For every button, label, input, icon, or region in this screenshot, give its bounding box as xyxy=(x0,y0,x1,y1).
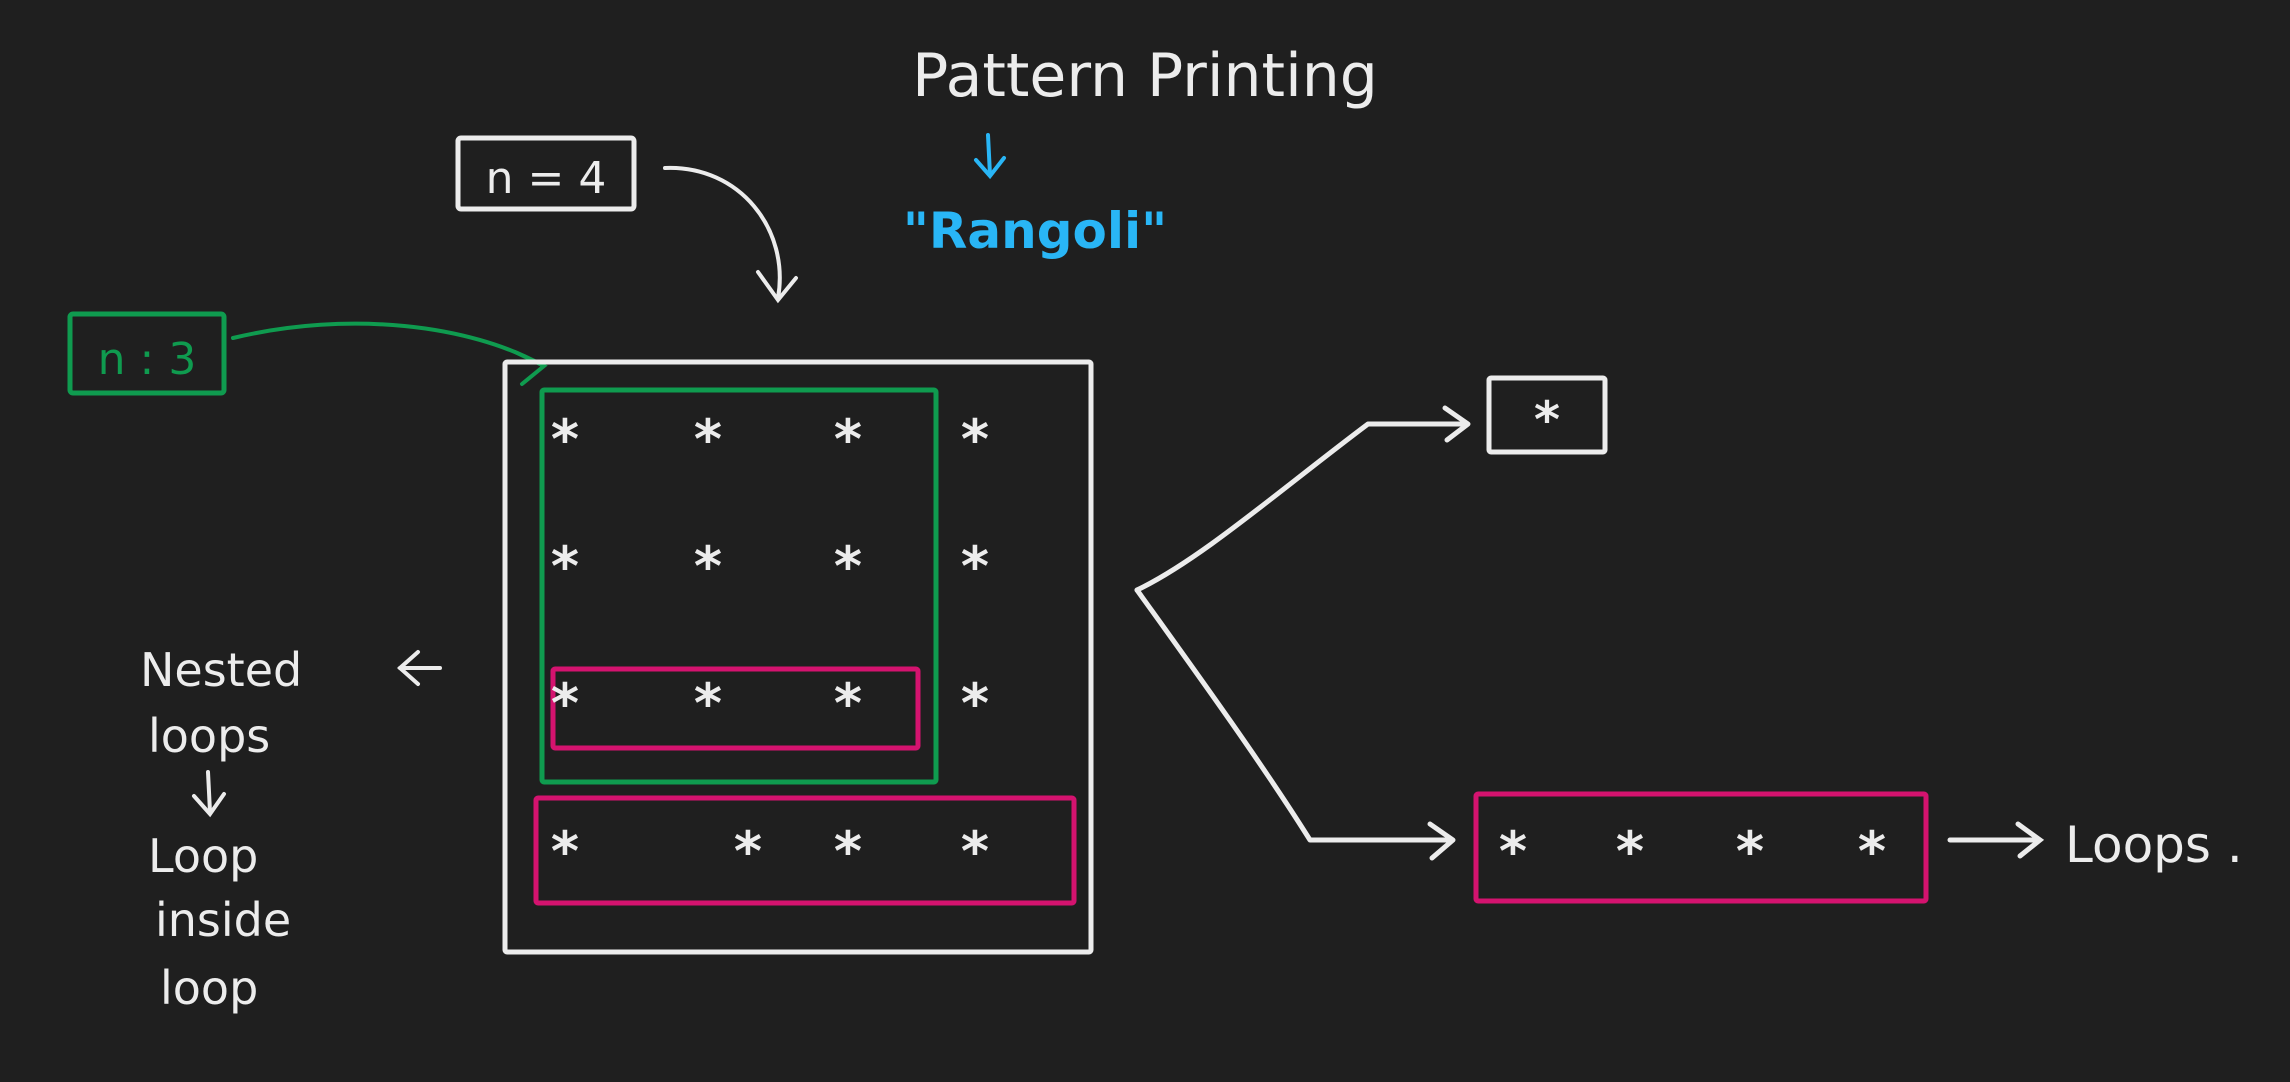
pattern-star: * xyxy=(692,672,725,735)
subtitle-rangoli: "Rangoli" xyxy=(903,202,1167,260)
row-example-stars: * * * * xyxy=(1497,820,1889,883)
title-down-arrow-icon xyxy=(974,133,1006,180)
pattern-star: * xyxy=(959,408,992,471)
pattern-bottom-row-box xyxy=(533,795,1077,906)
pattern-star: * xyxy=(549,672,582,735)
nested-line-4: inside xyxy=(155,893,291,947)
single-star-box xyxy=(1486,375,1608,455)
pattern-star: * xyxy=(832,672,865,735)
single-star: * xyxy=(1532,391,1562,449)
pattern-star: * xyxy=(832,820,865,883)
loops-label: Loops . xyxy=(2065,816,2243,874)
pattern-star: * xyxy=(549,408,582,471)
pattern-star: * xyxy=(732,820,765,883)
nested-left-arrow-icon xyxy=(396,650,442,686)
pattern-star: * xyxy=(549,535,582,598)
pattern-star: * xyxy=(832,535,865,598)
n4-curved-arrow xyxy=(663,165,798,304)
pattern-inner-row-box xyxy=(550,666,921,751)
pattern-star: * xyxy=(959,820,992,883)
nested-line-2: loops xyxy=(148,709,270,763)
n3-label: n : 3 xyxy=(98,334,197,385)
pattern-star: * xyxy=(832,408,865,471)
pattern-star: * xyxy=(549,820,582,883)
pattern-star: * xyxy=(692,408,725,471)
n3-curved-arrow xyxy=(231,321,548,386)
row-example-star: * xyxy=(1734,820,1767,883)
pattern-star: * xyxy=(959,672,992,735)
pattern-outer-box xyxy=(502,359,1094,955)
row-example-star: * xyxy=(1614,820,1647,883)
nested-line-5: loop xyxy=(160,961,258,1015)
n4-box xyxy=(455,135,637,212)
n3-box xyxy=(67,311,227,396)
nested-line-1: Nested xyxy=(140,643,302,697)
nested-line-3: Loop xyxy=(148,829,258,883)
n4-label: n = 4 xyxy=(486,153,607,204)
pattern-star: * xyxy=(692,535,725,598)
pattern-star: * xyxy=(959,535,992,598)
star-grid: * * * * * * * * * * * * * * * * xyxy=(549,408,992,883)
row-example-star: * xyxy=(1497,820,1530,883)
branch-arrows xyxy=(1134,405,1471,861)
title: Pattern Printing xyxy=(912,41,1378,111)
row-example-star: * xyxy=(1856,820,1889,883)
pattern-green-box xyxy=(539,387,939,785)
loops-arrow xyxy=(1947,821,2045,859)
nested-down-arrow-icon xyxy=(192,770,226,818)
row-example-box xyxy=(1473,791,1929,904)
